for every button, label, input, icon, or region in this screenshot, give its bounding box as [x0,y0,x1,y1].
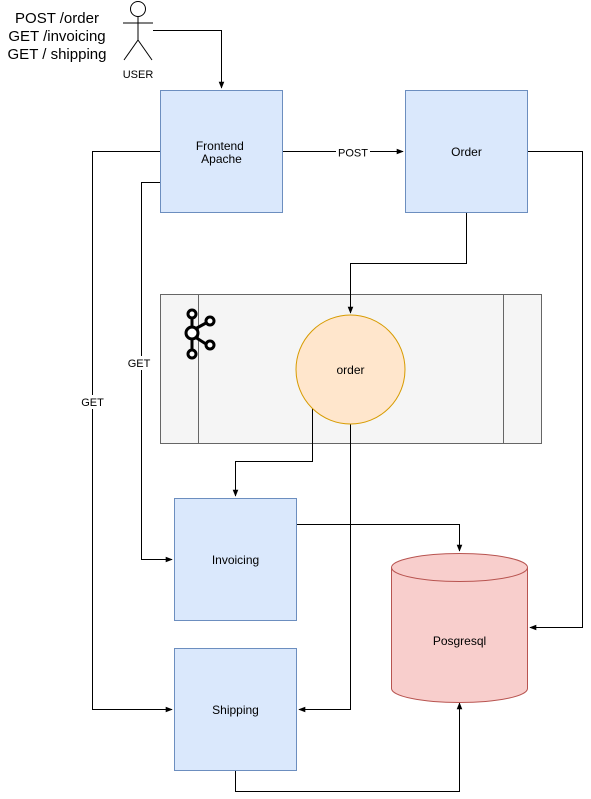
order-topic-node: order [295,314,406,425]
edge-label-get-invoicing: GET [128,358,151,370]
frontend-label-line1: Frontend [196,139,244,153]
shipping-service-label: Shipping [212,703,259,717]
order-topic-label: order [336,363,364,377]
edge-order-to-topic [347,213,467,314]
edge-order-to-database [528,151,583,631]
invoicing-service-node: Invoicing [174,498,297,621]
user-actor-icon [123,1,153,61]
edge-label-get-shipping: GET [81,397,104,409]
frontend-apache-node: Frontend Apache [160,90,283,213]
edge-topic-to-shipping [298,424,351,713]
request-get-shipping: GET / shipping [8,46,107,63]
order-service-node: Order [405,90,528,213]
edge-frontend-to-shipping [92,151,173,713]
postgresql-database-node: Posgresql [391,553,528,703]
edge-shipping-to-database [235,702,463,792]
edge-frontend-to-invoicing [141,182,173,563]
svg-text:Frontend Apache: Frontend Apache [196,139,247,166]
kafka-icon [184,308,216,360]
user-actor-label: USER [123,69,154,81]
request-post-order: POST /order [15,10,99,27]
edge-invoicing-to-database [297,524,463,552]
edge-user-to-frontend [153,30,225,89]
request-get-invoicing: GET /invoicing [8,28,105,45]
edge-label-post: POST [338,148,368,160]
database-label: Posgresql [433,634,486,648]
edge-topic-to-invoicing [232,408,313,497]
invoicing-service-label: Invoicing [212,553,259,567]
order-service-label: Order [451,145,482,159]
frontend-label-line2: Apache [201,152,242,166]
shipping-service-node: Shipping [174,648,297,771]
